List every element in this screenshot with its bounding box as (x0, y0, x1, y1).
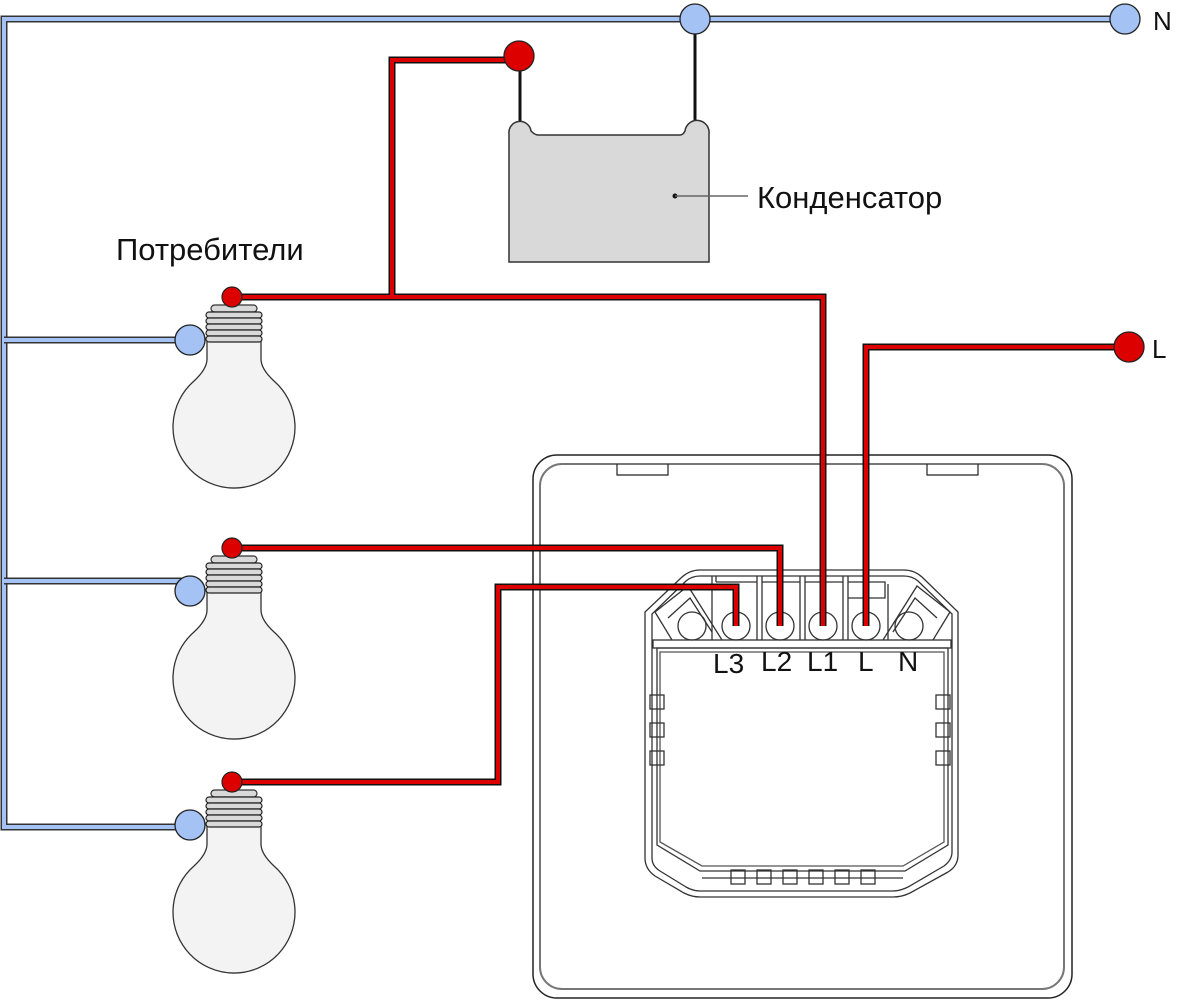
bulb (172, 537, 296, 740)
bulb-thread (205, 574, 263, 582)
bulb-phase-contact (221, 286, 243, 308)
phase-wire-L3 (232, 585, 738, 784)
terminal-angle-block-right (882, 585, 951, 641)
bulb-glass (172, 589, 296, 740)
bulb-thread (205, 580, 263, 588)
terminal-label-L3: L3 (713, 648, 744, 679)
phase-input-label: L (1152, 334, 1166, 364)
bulb-thread (205, 329, 263, 337)
bulb-thread (205, 317, 263, 325)
frame-clip-right (926, 464, 979, 476)
capacitor-phase-node (503, 40, 535, 72)
bulb-thread (205, 802, 263, 810)
bulb-neutral-contact (174, 809, 206, 841)
mechanism-housing-inner (651, 575, 953, 892)
mechanism-housing-outer (644, 569, 959, 898)
consumers-label: Потребители (116, 232, 304, 267)
terminal-screw-extra (677, 611, 707, 641)
bulb-thread (205, 562, 263, 570)
bulb-phase-contact (221, 537, 243, 559)
phase-wire-L2 (232, 546, 782, 626)
bulb-thread (205, 814, 263, 822)
capacitor: Конденсатор (508, 56, 942, 263)
connection-nodes (503, 3, 1145, 363)
neutral-input-terminal[interactable] (1109, 3, 1141, 35)
phase-input-terminal[interactable] (1113, 331, 1145, 363)
phase-wire-L-outline (862, 343, 1128, 626)
mechanism-bottom-clips (730, 869, 876, 885)
bulb-glass (172, 338, 296, 489)
consumers (172, 286, 296, 974)
mechanism-body (656, 647, 949, 872)
bulb-thread (205, 323, 263, 331)
switch-frame (532, 454, 1073, 999)
phase-wire-L (864, 345, 1128, 626)
bulb (172, 286, 296, 489)
bulb-thread (205, 311, 263, 319)
terminal-label-L1: L1 (807, 646, 838, 677)
bulb-neutral-contact (174, 324, 206, 356)
capacitor-label: Конденсатор (757, 180, 942, 215)
bulb-thread (205, 335, 263, 343)
mechanism-body-inner (659, 651, 945, 867)
switch-mechanism (644, 569, 959, 898)
terminal-label-N: N (898, 646, 918, 677)
neutral-junction-capacitor (679, 3, 711, 35)
terminal-screw-N (894, 611, 924, 641)
bulb-glass (172, 823, 296, 974)
bulb-thread (205, 568, 263, 576)
frame-clip-left (616, 464, 669, 476)
switch-frame-inner (539, 463, 1065, 990)
neutral-input-label: N (1153, 6, 1172, 36)
terminal-slot-dividers (711, 576, 889, 640)
phase-wire-L1 (232, 58, 825, 626)
bulb-neutral-contact (174, 575, 206, 607)
bulb-thread (205, 808, 263, 816)
bulb-thread (205, 586, 263, 594)
terminal-label-L: L (858, 646, 874, 677)
terminal-label-L2: L2 (761, 646, 792, 677)
phase-wiring (232, 56, 1128, 786)
switch-frame-outer (532, 454, 1073, 999)
capacitor-body (508, 119, 710, 263)
terminal-labels: L3 L2 L1 L N (713, 646, 918, 679)
bulb-thread (205, 796, 263, 804)
bulb (172, 771, 296, 974)
mechanism-side-clips (649, 694, 951, 766)
neutral-bus (2, 17, 1125, 829)
bulb-phase-contact (221, 771, 243, 793)
neutral-wiring (0, 15, 1125, 831)
bulb-thread (205, 820, 263, 828)
